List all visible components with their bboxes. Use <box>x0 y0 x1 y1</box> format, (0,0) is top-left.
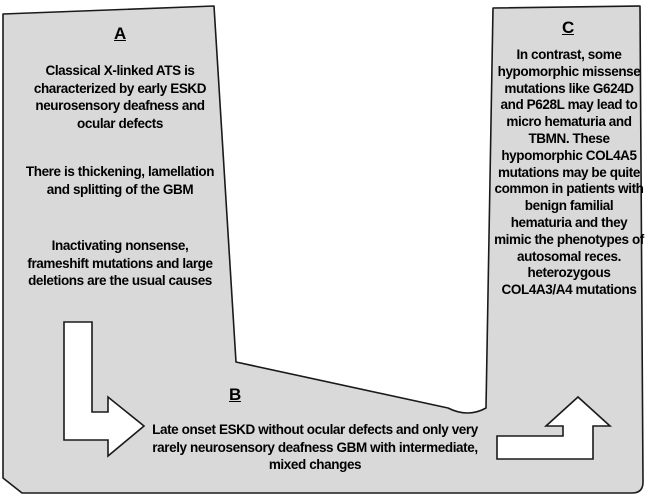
section-b-text: Late onset ESKD without ocular defects a… <box>152 422 478 472</box>
u-shape-background <box>2 5 644 494</box>
section-c-text: In contrast, some hypomorphic missense m… <box>494 47 644 298</box>
section-c-label: C <box>562 18 574 37</box>
section-a-paragraph-3: Inactivating nonsense, frameshift mutati… <box>27 238 213 288</box>
section-b-label: B <box>229 385 241 404</box>
section-a-paragraph-2: There is thickening, lamellation and spl… <box>25 164 215 197</box>
down-right-arrow <box>63 321 146 458</box>
right-up-arrow <box>496 395 613 460</box>
section-a-paragraph-1: Classical X-linked ATS is characterized … <box>33 63 207 131</box>
section-a-label: A <box>114 24 126 43</box>
